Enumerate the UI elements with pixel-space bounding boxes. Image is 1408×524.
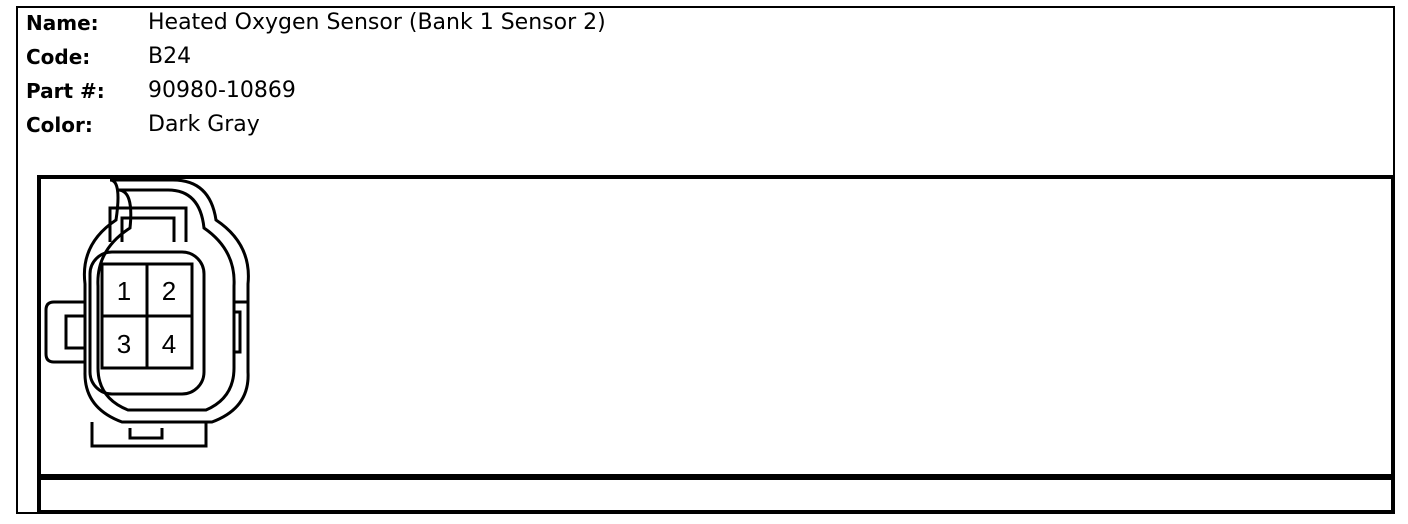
pin-4-label: 4 [162,329,176,359]
connector-face-diagram: 1 2 3 4 [44,178,250,448]
pin-1-label: 1 [117,276,131,306]
right-side-rib [234,310,242,354]
lock-tab-inner [120,216,176,242]
name-value: Heated Oxygen Sensor (Bank 1 Sensor 2) [148,10,606,35]
housing-outline [82,178,250,424]
left-side-rib [44,300,85,364]
lock-tab [108,206,188,242]
name-label: Name: [26,11,99,35]
cavity-surround [88,250,206,396]
pin-3-label: 3 [117,329,131,359]
housing-inner-outline [96,188,236,412]
pin-2-label: 2 [162,276,176,306]
code-value: B24 [148,44,192,69]
part-value: 90980-10869 [148,78,296,103]
color-value: Dark Gray [148,112,260,137]
left-side-rib-inner [64,314,85,350]
code-label: Code: [26,45,91,69]
color-label: Color: [26,113,93,137]
footer-area [37,476,1395,514]
bottom-latch [90,422,208,448]
bottom-latch-inner [128,428,164,440]
part-label: Part #: [26,79,105,103]
